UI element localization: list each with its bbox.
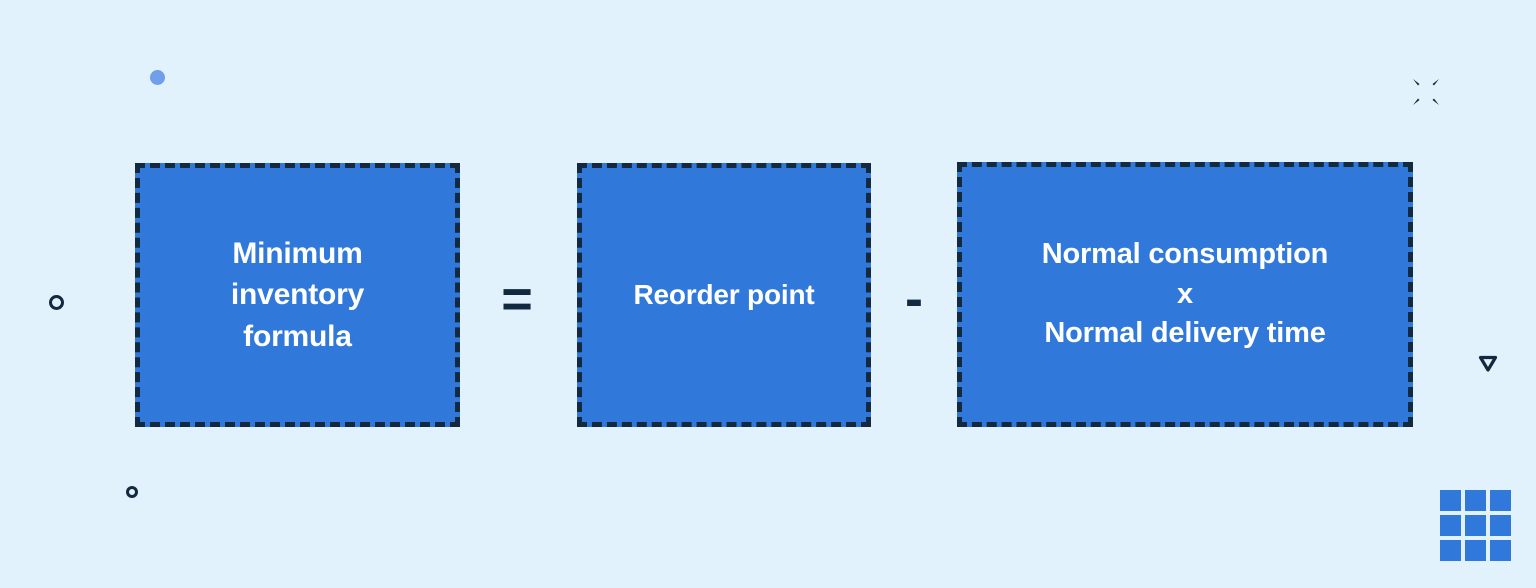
grid-square bbox=[1465, 490, 1486, 511]
formula-term-reorder-point: Reorder point bbox=[577, 163, 871, 427]
grid-squares-icon bbox=[1440, 490, 1511, 561]
formula-term-normal-consumption: Normal consumption x Normal delivery tim… bbox=[957, 162, 1413, 427]
grid-square bbox=[1440, 540, 1461, 561]
sparkle-icon bbox=[1408, 74, 1444, 110]
small-ring-outline-icon bbox=[126, 486, 138, 498]
grid-square bbox=[1490, 490, 1511, 511]
grid-square bbox=[1465, 515, 1486, 536]
minus-sign: - bbox=[905, 269, 923, 329]
formula-term-minimum-inventory-label: Minimum inventory formula bbox=[230, 237, 365, 353]
blue-dot-icon bbox=[150, 70, 165, 85]
grid-square bbox=[1440, 515, 1461, 536]
grid-square bbox=[1440, 490, 1461, 511]
grid-square bbox=[1490, 515, 1511, 536]
triangle-down-icon bbox=[1478, 353, 1498, 373]
ring-outline-icon bbox=[49, 295, 64, 310]
grid-square bbox=[1490, 540, 1511, 561]
equals-sign: = bbox=[501, 269, 533, 329]
formula-term-minimum-inventory: Minimum inventory formula bbox=[135, 163, 460, 427]
formula-term-reorder-point-label: Reorder point bbox=[633, 278, 815, 310]
grid-square bbox=[1465, 540, 1486, 561]
formula-term-normal-consumption-label: Normal consumption x Normal delivery tim… bbox=[1041, 237, 1329, 350]
